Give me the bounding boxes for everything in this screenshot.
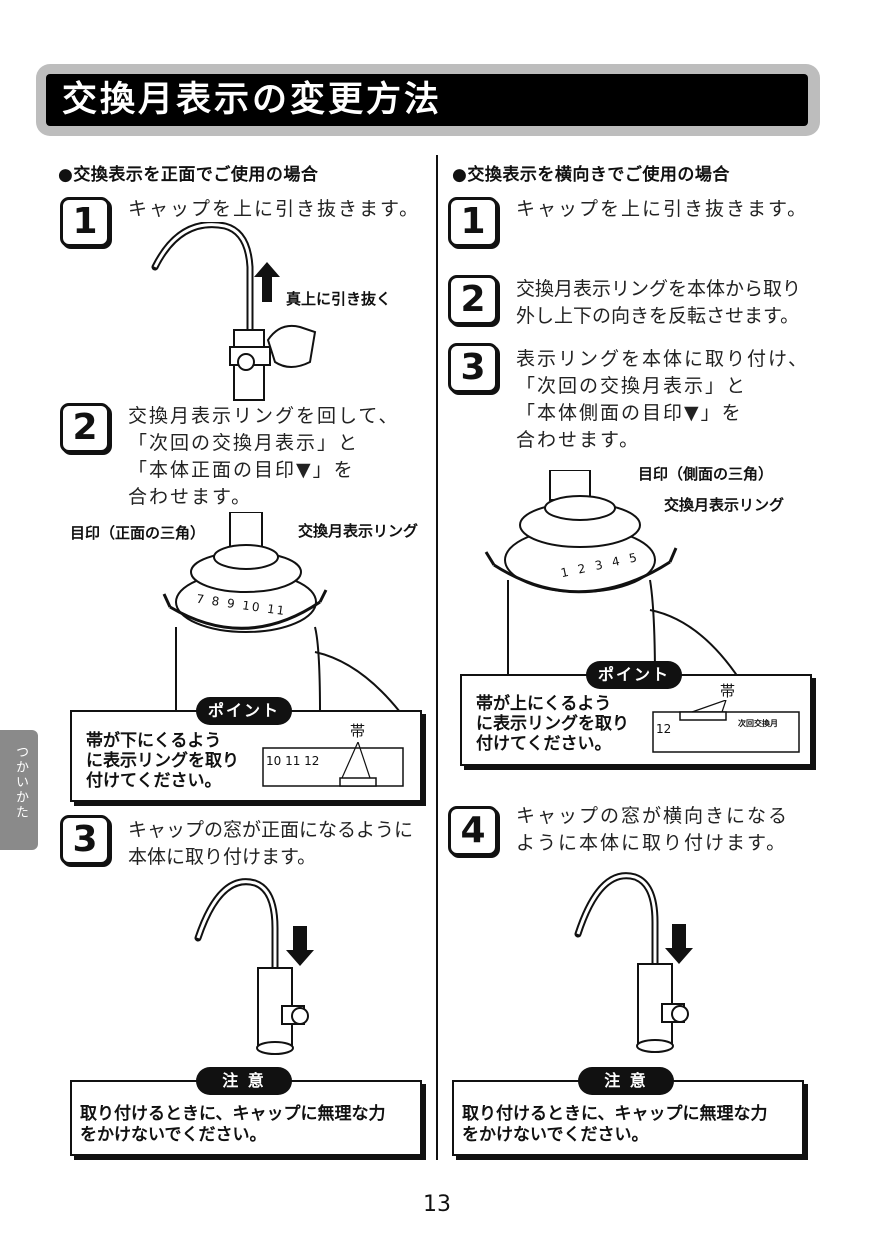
right-caution-text: 取り付けるときに、キャップに無理な力 をかけないでください。 (462, 1104, 768, 1145)
left-window-numbers: 10 11 12 (266, 754, 320, 768)
right-step2-text: 交換月表示リングを本体から取り 外し上下の向きを反転させます。 (516, 278, 802, 327)
right-ring-label: 交換月表示リング (664, 496, 785, 514)
side-tab (0, 730, 38, 850)
left-step1-badge: 1 (60, 197, 110, 247)
right-step1-text: キャップを上に引き抜きます。 (516, 198, 809, 220)
right-heading: ●交換表示を横向きでご使用の場合 (452, 165, 730, 185)
left-point-text: 帯が下にくるよう に表示リングを取り 付けてください。 (86, 731, 239, 791)
left-heading: ●交換表示を正面でご使用の場合 (58, 165, 319, 185)
faucet-pull-illustration (151, 222, 317, 401)
page-title: 交換月表示の変更方法 (62, 80, 443, 120)
right-ring-illustration (484, 470, 741, 680)
left-window-diagram (262, 742, 404, 787)
title-bar (46, 74, 808, 126)
right-window-diagram (652, 700, 800, 753)
right-step3-text: 表示リングを本体に取り付け、 「次回の交換月表示」と 「本体側面の目印▼」を 合… (516, 348, 810, 451)
page-number: 13 (423, 1192, 451, 1217)
left-band-label: 帯 (350, 722, 366, 740)
side-tab-label: つかいかた (13, 745, 28, 820)
side-mark-label: 目印（側面の三角） (638, 465, 774, 483)
left-step2-badge: 2 (60, 403, 110, 453)
left-step2-text: 交換月表示リングを回して、 「次回の交換月表示」と 「本体正面の目印▼」を 合わ… (128, 405, 400, 508)
right-step4-badge: 4 (448, 806, 498, 856)
front-mark-label: 目印（正面の三角） (70, 524, 206, 542)
column-divider (436, 155, 438, 1160)
right-step3-badge: 3 (448, 343, 498, 393)
right-window-numbers: 12 (656, 722, 672, 736)
right-point-text: 帯が上にくるよう に表示リングを取り 付けてください。 (476, 694, 629, 754)
right-caution-badge: 注 意 (578, 1067, 674, 1095)
right-point-badge: ポイント (586, 661, 682, 689)
left-faucet-install-illustration (194, 878, 314, 1055)
right-window-caption: 次回交換月 (738, 719, 778, 728)
right-band-label: 帯 (720, 682, 736, 700)
left-ring-illustration (162, 512, 401, 712)
right-step4-text: キャップの窓が横向きになる ように本体に取り付けます。 (516, 805, 790, 854)
left-ring-label: 交換月表示リング (298, 522, 419, 540)
left-step3-text: キャップの窓が正面になるように 本体に取り付けます。 (128, 819, 414, 868)
right-faucet-install-illustration (574, 872, 693, 1053)
left-caution-text: 取り付けるときに、キャップに無理な力 をかけないでください。 (80, 1104, 386, 1145)
left-point-badge: ポイント (196, 697, 292, 725)
left-caution-badge: 注 意 (196, 1067, 292, 1095)
left-step3-badge: 3 (60, 815, 110, 865)
right-step1-badge: 1 (448, 197, 498, 247)
pull-up-label: 真上に引き抜く (286, 290, 392, 308)
left-step1-text: キャップを上に引き抜きます。 (128, 198, 421, 220)
right-step2-badge: 2 (448, 275, 498, 325)
